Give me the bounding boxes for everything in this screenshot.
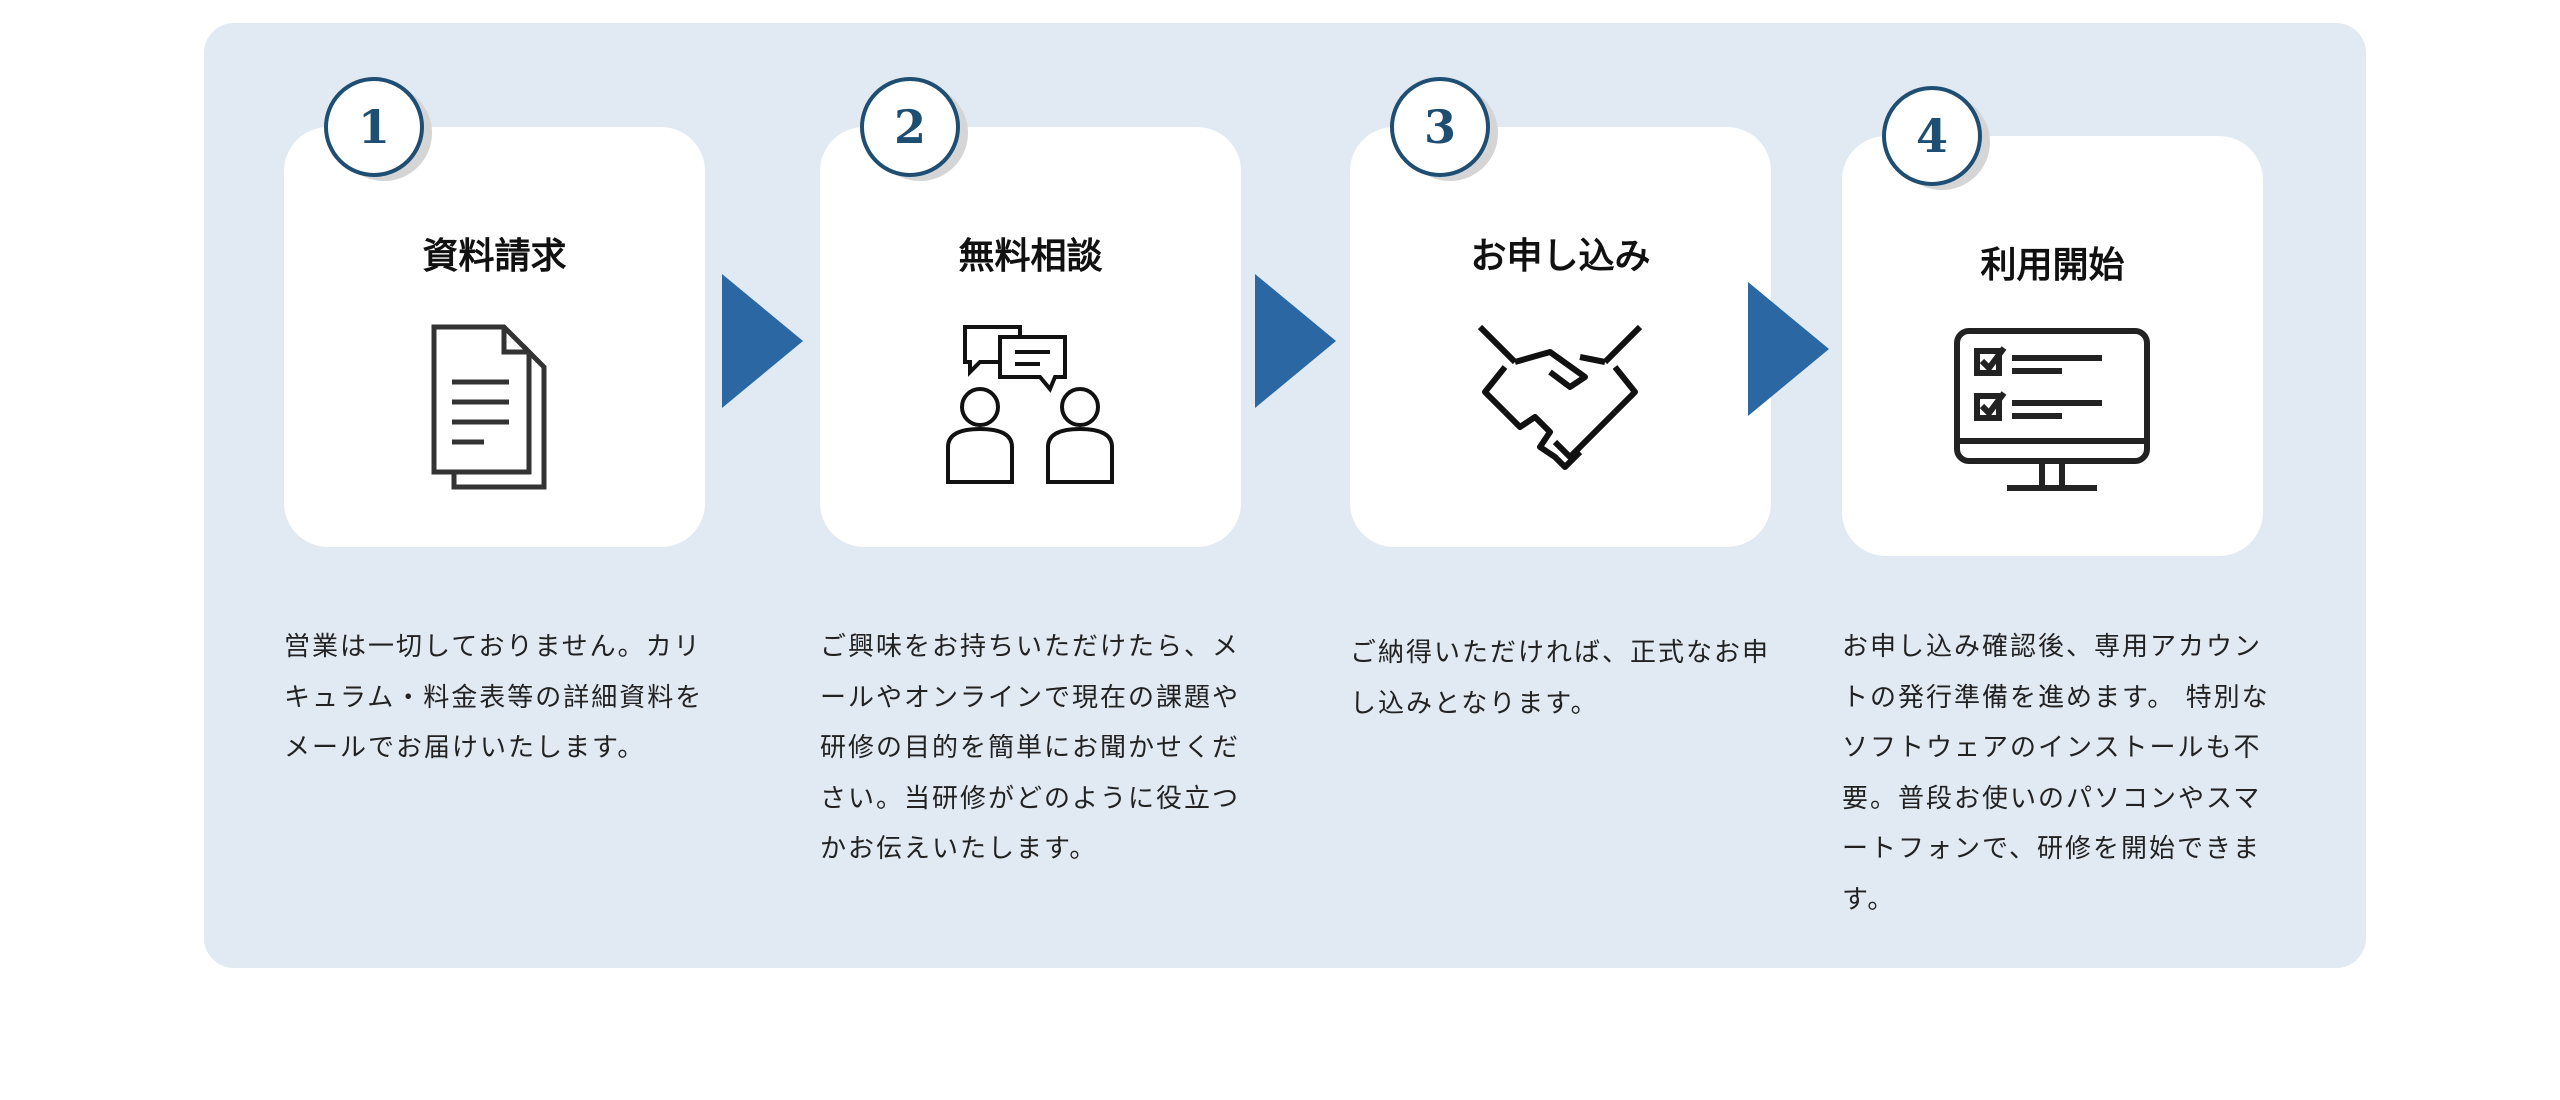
step-card-1: 1 資料請求 <box>284 77 705 547</box>
monitor-checklist-icon <box>1954 328 2150 491</box>
document-icon <box>431 324 547 490</box>
step-arrow <box>722 274 803 408</box>
step-title: 資料請求 <box>422 236 567 277</box>
step-badge: 1 <box>324 77 432 181</box>
step-card-4: 4 利用開始 <box>1842 86 2263 556</box>
step-card-2: 2 無料相談 <box>820 77 1241 547</box>
step-arrow <box>1255 274 1336 408</box>
step-description-3: ご納得いただければ、正式なお申し込みとなります。 <box>1350 638 1771 719</box>
step-badge: 2 <box>860 77 968 181</box>
step-card-3: 3 お申し込み <box>1350 77 1771 547</box>
step-badge: 3 <box>1390 77 1498 181</box>
step-title: お申し込み <box>1470 236 1651 277</box>
step-title: 利用開始 <box>1980 245 2125 286</box>
step-description-2: ご興味をお持ちいただけたら、メールやオンラインで現在の課題や研修の目的を簡単にお… <box>820 632 1241 864</box>
step-arrow <box>1748 282 1829 416</box>
consultation-icon <box>946 325 1114 484</box>
step-badge: 4 <box>1882 86 1990 190</box>
step-description-4: お申し込み確認後、専用アカウントの発行準備を進めます。 特別なソフトウェアのイン… <box>1842 632 2270 915</box>
step-title: 無料相談 <box>958 236 1103 277</box>
step-description-1: 営業は一切しておりません。カリキュラム・料金表等の詳細資料をメールでお届けいたし… <box>284 632 704 763</box>
handshake-icon <box>1477 324 1643 470</box>
